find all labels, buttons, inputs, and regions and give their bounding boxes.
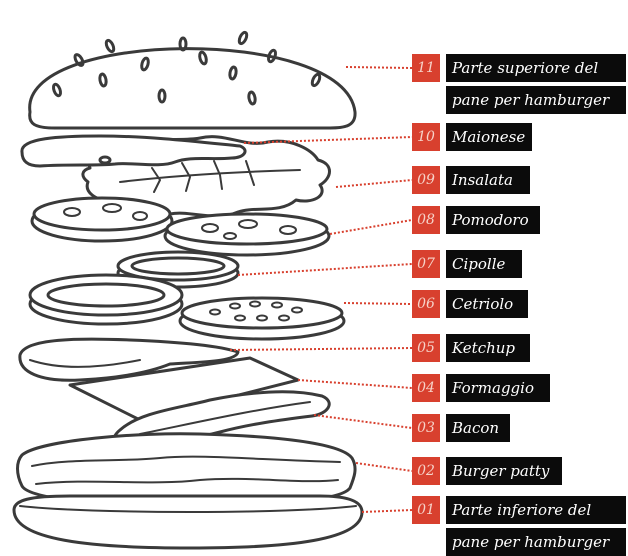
callout-number: 06 <box>412 290 440 318</box>
callout-label: pane per hamburger <box>446 528 626 556</box>
callout-number: 02 <box>412 457 440 485</box>
callout-number: 05 <box>412 334 440 362</box>
callout-number: 04 <box>412 374 440 402</box>
leader-line <box>344 303 412 304</box>
bottom-bun <box>14 496 362 548</box>
leader-line <box>244 137 412 143</box>
leader-line <box>356 463 412 471</box>
callout-number: 07 <box>412 250 440 278</box>
callout-label: Parte inferiore del <box>446 496 626 524</box>
callout-number: 01 <box>412 496 440 524</box>
leader-line <box>336 180 412 187</box>
top-bun <box>30 31 355 128</box>
callout-label: Cipolle <box>446 250 522 278</box>
callout-label: Pomodoro <box>446 206 540 234</box>
leader-line <box>314 415 412 428</box>
leader-line <box>298 380 412 388</box>
callout-label: Insalata <box>446 166 530 194</box>
leader-line <box>346 67 412 68</box>
callout-label: Bacon <box>446 414 510 442</box>
callout-number: 08 <box>412 206 440 234</box>
callout-label: Cetriolo <box>446 290 528 318</box>
callout-number: 03 <box>412 414 440 442</box>
callout-number: 11 <box>412 54 440 82</box>
callout-label: Burger patty <box>446 457 562 485</box>
callout-number: 09 <box>412 166 440 194</box>
callout-label: Ketchup <box>446 334 530 362</box>
leader-line <box>230 348 412 350</box>
leader-line <box>330 220 412 234</box>
callout-number: 10 <box>412 123 440 151</box>
cucumber-slice <box>180 298 344 339</box>
callout-label: Formaggio <box>446 374 550 402</box>
callout-label: Parte superiore del <box>446 54 626 82</box>
callout-label: Maionese <box>446 123 532 151</box>
callout-label: pane per hamburger <box>446 86 626 114</box>
leader-line <box>238 264 412 275</box>
leader-line <box>362 510 412 512</box>
